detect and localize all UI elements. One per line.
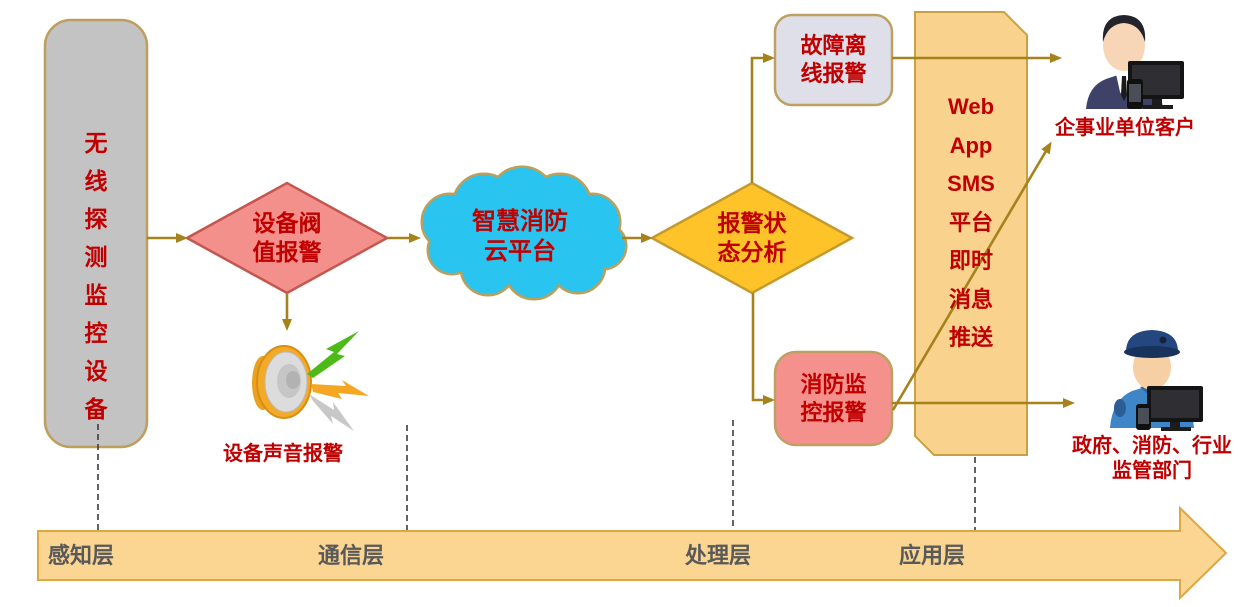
banner-line-app: App xyxy=(949,132,993,158)
enterprise-customer-label: 企事业单位客户 xyxy=(1055,117,1195,139)
threshold-alarm-label: 设备阀 值报警 xyxy=(252,210,322,265)
speaker-icon xyxy=(252,331,369,431)
banner-line-sms: SMS xyxy=(947,171,995,196)
offline-alarm-shape xyxy=(773,13,894,107)
layer-label-perception: 感知层 xyxy=(48,543,115,568)
layers-arrow-shape xyxy=(37,505,1228,601)
monitor-alarm-label: 消防监 控报警 xyxy=(800,371,867,425)
monitor-alarm-shape xyxy=(773,350,894,447)
offline-alarm-label: 故障离 线报警 xyxy=(800,33,867,86)
layer-separator-lines xyxy=(97,420,976,530)
push-banner-text: Web App SMS 平台 即时 消息 推送 xyxy=(915,88,1027,358)
banner-line-push: 推送 xyxy=(948,325,993,350)
banner-line-platform: 平台 xyxy=(948,209,993,235)
cloud-platform-label: 智慧消防 云平台 xyxy=(472,208,568,265)
layer-label-processing: 处理层 xyxy=(685,543,752,568)
banner-line-web: Web xyxy=(947,94,995,119)
layer-label-communication: 通信层 xyxy=(318,543,385,568)
layer-label-application: 应用层 xyxy=(899,543,966,568)
businessman-icon xyxy=(1086,15,1184,109)
status-diamond-shape xyxy=(649,181,855,295)
government-department-label: 政府、消防、行业 监管部门 xyxy=(1072,435,1232,482)
banner-line-message: 消息 xyxy=(948,286,993,312)
cloud-shape xyxy=(420,165,628,301)
push-banner-shape xyxy=(914,11,1028,456)
banner-line-instant: 即时 xyxy=(948,248,993,273)
sound-alarm-label: 设备声音报警 xyxy=(223,443,343,465)
device-node-label: 无 线 探 测 监 控 设 备 xyxy=(84,130,108,422)
device-node-shape xyxy=(43,18,149,449)
status-analysis-label: 报警状 态分析 xyxy=(717,210,787,265)
police-officer-icon xyxy=(1110,330,1203,431)
flow-connectors xyxy=(147,53,1075,411)
